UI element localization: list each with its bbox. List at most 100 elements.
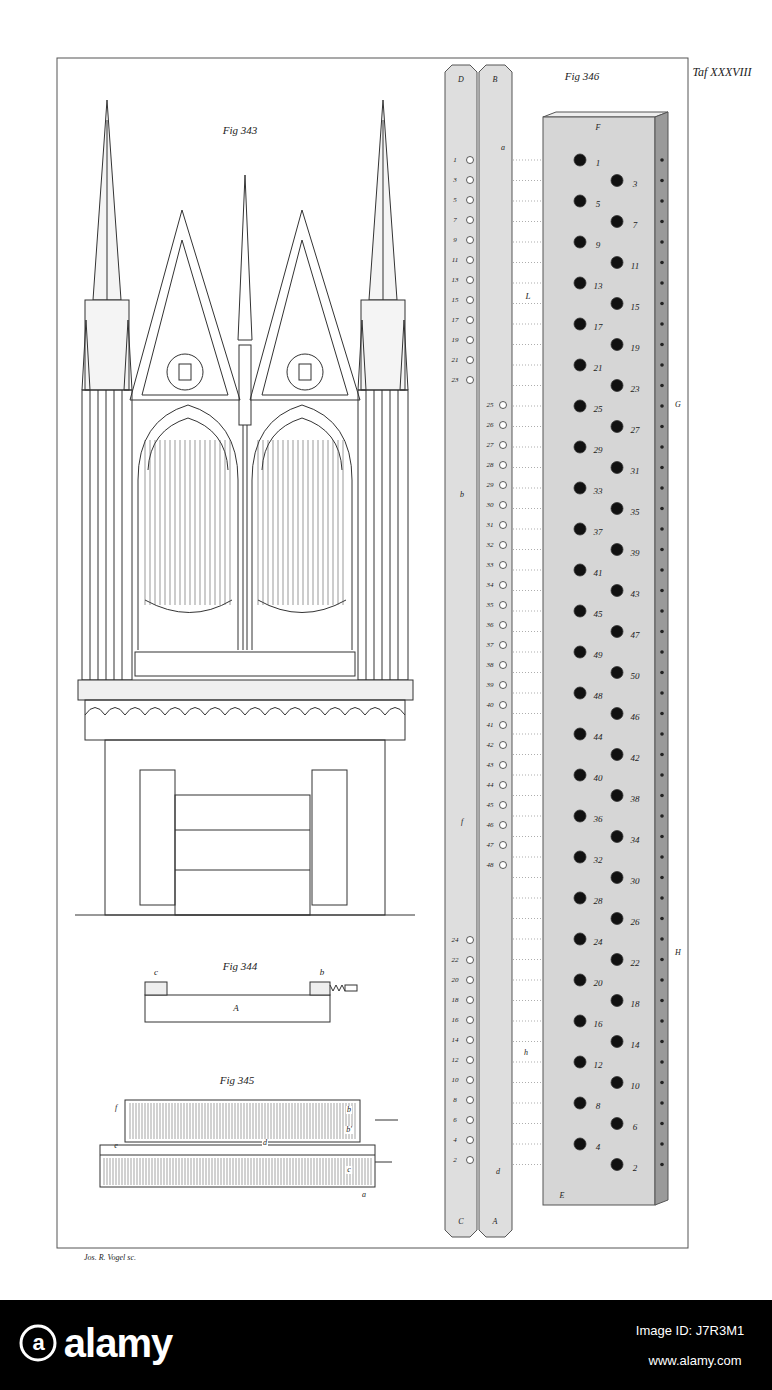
hatch-line — [205, 1103, 206, 1139]
pipe — [308, 440, 309, 605]
hatch-line — [128, 1158, 129, 1185]
hole — [574, 154, 586, 166]
hatch-line — [295, 1103, 296, 1139]
hatch-line — [326, 1158, 327, 1185]
hole — [467, 1017, 474, 1024]
guide-line — [513, 1164, 542, 1165]
guide-line — [513, 1021, 542, 1022]
hole — [500, 742, 507, 749]
pipe — [160, 440, 161, 605]
hole — [574, 277, 586, 289]
guide-line — [513, 795, 542, 796]
pipe — [273, 440, 274, 605]
hatch-line — [176, 1158, 177, 1185]
side-hole — [660, 240, 664, 244]
hatch-line — [151, 1103, 152, 1139]
side-hole — [660, 302, 664, 306]
part-letter: b' — [345, 1126, 353, 1134]
guide-line — [513, 1123, 542, 1124]
hatch-line — [209, 1158, 210, 1185]
hatch-line — [248, 1158, 249, 1185]
hatch-line — [233, 1158, 234, 1185]
hatch-line — [320, 1158, 321, 1185]
hatch-line — [340, 1103, 341, 1139]
hatch-line — [154, 1103, 155, 1139]
pipe — [258, 440, 259, 605]
hatch-line — [263, 1158, 264, 1185]
side-hole — [660, 466, 664, 470]
hole — [467, 337, 474, 344]
hole-number: 28 — [487, 462, 494, 469]
hatch-line — [187, 1103, 188, 1139]
guide-line — [513, 488, 542, 489]
hole-number: 29 — [487, 482, 494, 489]
hole-number: 46 — [631, 712, 640, 721]
hole — [611, 339, 623, 351]
hatch-line — [278, 1158, 279, 1185]
hatch-line — [296, 1158, 297, 1185]
hatch-line — [161, 1158, 162, 1185]
hatch-line — [170, 1158, 171, 1185]
hatch-line — [134, 1158, 135, 1185]
hatch-line — [293, 1158, 294, 1185]
guide-line — [513, 918, 542, 919]
pipe — [185, 440, 186, 605]
hatch-line — [217, 1103, 218, 1139]
hatch-line — [146, 1158, 147, 1185]
pipe — [318, 440, 319, 605]
hole — [611, 995, 623, 1007]
hole — [611, 667, 623, 679]
hole — [500, 762, 507, 769]
hatch-line — [344, 1158, 345, 1185]
hatch-line — [163, 1103, 164, 1139]
hole — [500, 862, 507, 869]
hole-number: 40 — [594, 774, 603, 783]
hole — [611, 708, 623, 720]
hatch-line — [157, 1103, 158, 1139]
hole — [500, 782, 507, 789]
hole-number: 35 — [487, 602, 494, 609]
part-letter: f — [461, 818, 463, 826]
pipe — [263, 440, 264, 605]
hatch-line — [220, 1103, 221, 1139]
hole-number: 34 — [487, 582, 494, 589]
hatching — [104, 1103, 371, 1185]
hole-number: 41 — [594, 569, 603, 578]
hatch-line — [167, 1158, 168, 1185]
organ-pipes — [145, 440, 343, 605]
figure-label: Fig 345 — [220, 1075, 255, 1086]
pipe — [225, 440, 226, 605]
side-hole — [660, 855, 664, 859]
hole-number: 39 — [631, 548, 640, 557]
hole — [500, 682, 507, 689]
hole-number: 12 — [594, 1061, 603, 1070]
hatch-line — [289, 1103, 290, 1139]
hole — [467, 277, 474, 284]
side-hole — [660, 773, 664, 777]
hatch-line — [110, 1158, 111, 1185]
hole — [611, 421, 623, 433]
hole — [574, 769, 586, 781]
hole-number: 16 — [452, 1017, 459, 1024]
hole — [500, 422, 507, 429]
hole-number: 10 — [631, 1081, 640, 1090]
hole-number: 31 — [487, 522, 494, 529]
hatch-line — [334, 1103, 335, 1139]
guide-line — [513, 939, 542, 940]
hatch-line — [362, 1158, 363, 1185]
part-letter: b — [320, 968, 325, 977]
hole-number: 23 — [452, 377, 459, 384]
hatch-line — [266, 1158, 267, 1185]
hatch-line — [208, 1103, 209, 1139]
hole-number: 19 — [452, 337, 459, 344]
pipe — [288, 440, 289, 605]
hatch-line — [262, 1103, 263, 1139]
part-letter: H — [675, 949, 681, 957]
hatch-line — [254, 1158, 255, 1185]
hole — [467, 297, 474, 304]
hole-number: 47 — [487, 842, 494, 849]
side-hole — [660, 1060, 664, 1064]
hole — [611, 831, 623, 843]
hatch-line — [199, 1103, 200, 1139]
